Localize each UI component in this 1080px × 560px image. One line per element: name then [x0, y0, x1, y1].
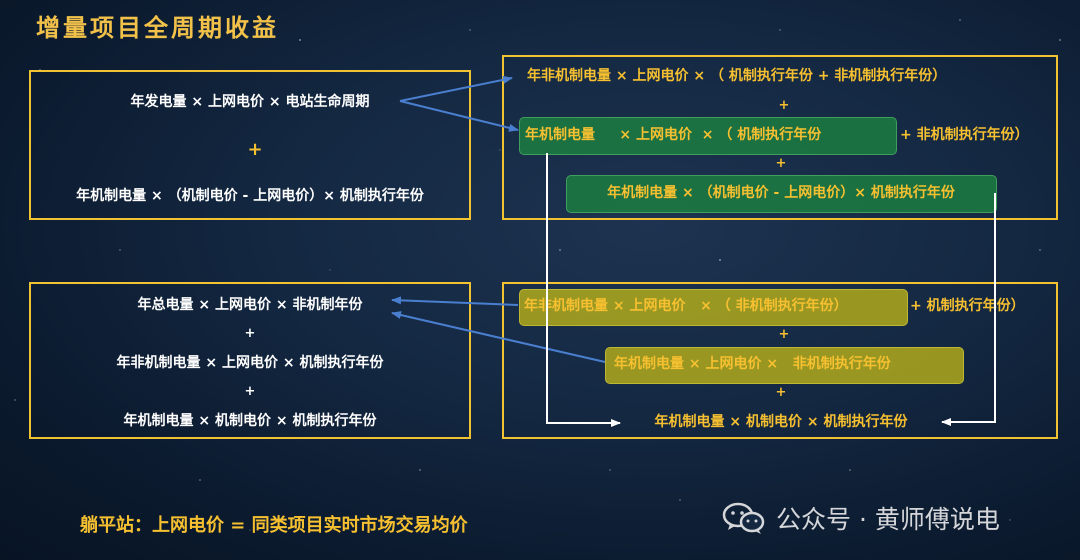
- bl-line2: 年非机制电量 × 上网电价 × 机制执行年份: [116, 355, 384, 371]
- page-title: 增量项目全周期收益: [36, 14, 279, 42]
- bl-line1: 年总电量 × 上网电价 × 非机制年份: [137, 297, 363, 313]
- bl-line3: 年机制电量 × 机制电价 × 机制执行年份: [123, 413, 377, 429]
- tr-line2-rest: + 非机制执行年份）: [900, 127, 1029, 143]
- tl-line2: 年机制电量 × （机制电价 - 上网电价）× 机制执行年份: [76, 188, 424, 204]
- br-line1-highlighted: 年非机制电量 × 上网电价 × （ 非机制执行年份）: [524, 298, 848, 314]
- footer-note: 躺平站：上网电价 = 同类项目实时市场交易均价: [80, 515, 468, 536]
- tr-line1: 年非机制电量 × 上网电价 × （ 机制执行年份 + 非机制执行年份）: [527, 68, 947, 84]
- wechat-icon: [722, 502, 765, 534]
- br-plus2: +: [775, 385, 787, 400]
- top-left-box: [29, 70, 471, 220]
- tr-line3: 年机制电量 × （机制电价 - 上网电价）× 机制执行年份: [607, 185, 955, 201]
- top-right-box: [502, 55, 1058, 220]
- tr-plus1: +: [778, 98, 790, 113]
- tl-plus: +: [247, 139, 263, 160]
- olive-highlight-mechanism-energy: [605, 347, 964, 384]
- brand-watermark: 公众号 · 黄师傅说电: [722, 500, 1000, 536]
- brand-text: 公众号 · 黄师傅说电: [776, 505, 1000, 534]
- green-highlight-mechanism-energy: [519, 117, 897, 155]
- br-line3: 年机制电量 × 机制电价 × 机制执行年份: [654, 414, 908, 430]
- green-highlight-mechanism-diff: [566, 175, 997, 213]
- bl-plus1: +: [244, 326, 256, 341]
- tr-line2-highlighted: 年机制电量 × 上网电价 × （ 机制执行年份: [525, 127, 822, 143]
- br-plus1: +: [778, 327, 790, 342]
- br-line1-rest: + 机制执行年份）: [910, 298, 1025, 314]
- tl-line1: 年发电量 × 上网电价 × 电站生命周期: [130, 94, 370, 110]
- bl-plus2: +: [244, 384, 256, 399]
- br-line2-highlighted: 年机制电量 × 上网电价 × 非机制执行年份: [614, 356, 891, 372]
- tr-plus2: +: [775, 156, 787, 171]
